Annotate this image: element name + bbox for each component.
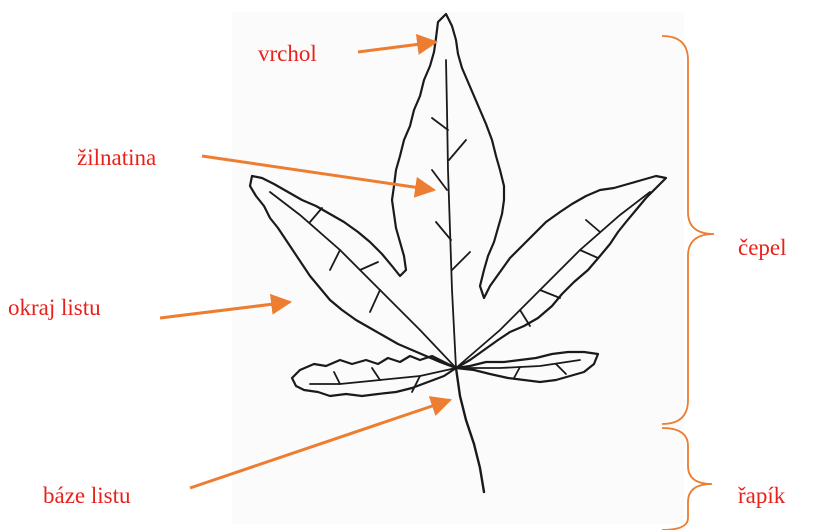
label-leaf-margin: okraj listu xyxy=(8,296,101,319)
label-leaf-base: báze listu xyxy=(43,484,131,507)
label-venation: žilnatina xyxy=(77,146,156,169)
label-blade: čepel xyxy=(738,236,787,259)
label-apex: vrchol xyxy=(258,42,317,65)
label-petiole: řapík xyxy=(738,484,785,507)
paper-background xyxy=(232,12,684,524)
